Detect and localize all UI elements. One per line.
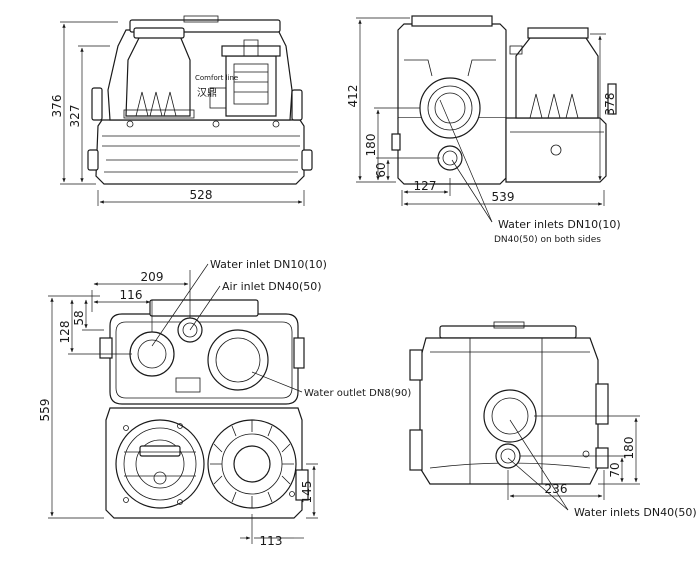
label-water-inlets-back: Water inlets DN40(50): [574, 506, 697, 519]
label-air-inlet: Air inlet DN40(50): [222, 280, 322, 293]
dim-559: 559: [38, 399, 52, 422]
dim-327: 327: [68, 105, 82, 128]
label-water-inlets-side: Water inlets DN10(10): [498, 218, 621, 231]
dim-209: 209: [141, 270, 164, 284]
label-water-inlet: Water inlet DN10(10): [210, 258, 327, 271]
dim-127: 127: [414, 179, 437, 193]
dim-58: 58: [72, 310, 86, 325]
logo-cn: 汉鼎: [197, 87, 217, 99]
dim-70: 70: [608, 462, 622, 477]
dim-128: 128: [58, 321, 72, 344]
dim-376: 376: [50, 95, 64, 118]
dim-116: 116: [120, 288, 143, 302]
label-water-outlet: Water outlet DN8(90): [304, 388, 411, 399]
dim-113: 113: [260, 534, 283, 548]
dim-539: 539: [492, 190, 515, 204]
back-view: 180 70 236 Water inlets DN40(50): [409, 321, 697, 519]
label-both-sides: DN40(50) on both sides: [494, 235, 601, 245]
logo-text: Comfort line: [195, 74, 238, 82]
dim-180: 180: [364, 134, 378, 157]
side-view: 412 180 60 127 539 378 Water inlets DN10…: [346, 15, 621, 245]
top-view: 559 128 58 209 116 145 113 Water inlet D…: [38, 258, 411, 548]
dim-145: 145: [300, 481, 314, 504]
dim-236: 236: [545, 482, 568, 496]
dim-60: 60: [374, 162, 388, 177]
dim-180-back: 180: [622, 437, 636, 460]
dim-528: 528: [190, 188, 213, 202]
front-view: Comfort line 汉鼎 376 327 528: [50, 15, 313, 206]
dim-412: 412: [346, 85, 360, 108]
dim-378: 378: [603, 93, 617, 116]
